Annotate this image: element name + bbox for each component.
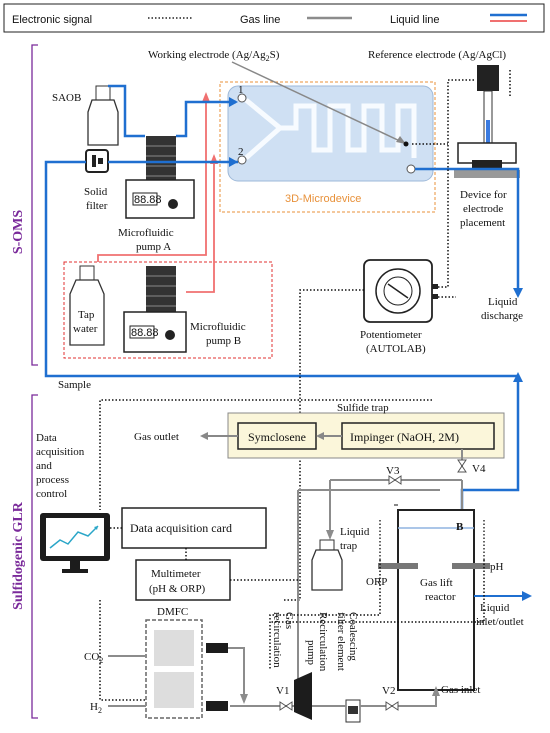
- svg-text:process: process: [36, 474, 69, 486]
- solid-filter-label-1: Solid: [84, 186, 108, 198]
- coalescing-filter: Coalescing filter element: [335, 612, 361, 723]
- section-glr-label: Sulfidogenic GLR: [11, 501, 26, 610]
- svg-text:(pH & ORP): (pH & ORP): [149, 583, 206, 595]
- sulfide-trap: Sulfide trap Symclosene Impinger (NaOH, …: [227, 402, 505, 459]
- multimeter: Multimeter (pH & ORP): [135, 559, 231, 601]
- working-electrode-label: Working electrode (Ag/Ag2S): [148, 49, 280, 63]
- svg-text:Liquid: Liquid: [340, 526, 370, 538]
- pump-a-label-1: Microfluidic: [118, 227, 174, 239]
- dmfc-label: DMFC: [157, 606, 188, 618]
- legend: Electronic signal Gas line Liquid line: [3, 3, 545, 33]
- gas-inlet-line: [400, 690, 437, 707]
- data-acquisition-label: Data acquisition and process control: [36, 432, 85, 500]
- svg-text:Gas lift: Gas lift: [420, 577, 453, 589]
- tap-label-1: Tap: [78, 309, 95, 321]
- port-1-label: 1: [238, 84, 244, 96]
- tap-water-bottle: Tap water: [69, 265, 105, 346]
- device-label-3: placement: [460, 217, 505, 229]
- valve-v3: V3: [386, 465, 402, 485]
- microdevice-label: 3D-Microdevice: [285, 193, 361, 205]
- gas-recirc-label-2: recirculation: [271, 612, 283, 668]
- h2-label: H2: [90, 701, 102, 715]
- pump-b-display: 88.88: [131, 327, 159, 339]
- svg-text:trap: trap: [340, 540, 358, 552]
- sulfide-trap-label: Sulfide trap: [337, 402, 389, 414]
- valve-v2: V2: [382, 685, 399, 711]
- liquid-trap: Liquid trap: [311, 526, 370, 591]
- svg-text:Multimeter: Multimeter: [151, 568, 201, 580]
- electronic-lines-top: [99, 79, 476, 601]
- pump-b-label-1: Microfluidic: [190, 321, 246, 333]
- ph-label: pH: [490, 561, 504, 573]
- gas-recirc-label: Gas: [283, 612, 295, 629]
- svg-text:acquisition: acquisition: [36, 446, 85, 458]
- microdevice: 1 2 3D-Microdevice: [219, 81, 436, 213]
- svg-text:Data acquisition card: Data acquisition card: [130, 521, 232, 535]
- orp-label: ORP: [366, 576, 387, 588]
- tap-label-2: water: [73, 323, 98, 335]
- pump-a: 88.88 Microfluidic pump A: [118, 136, 195, 253]
- soms-bracket: S-OMS: [11, 44, 38, 366]
- valve-v4: V4: [457, 459, 486, 475]
- pump-b-label-2: pump B: [206, 335, 241, 347]
- pump-a-label-2: pump A: [136, 241, 171, 253]
- svg-text:Coalescing: Coalescing: [347, 612, 359, 661]
- solid-filter-label-2: filter: [86, 200, 108, 212]
- section-soms-label: S-OMS: [11, 210, 26, 255]
- svg-text:control: control: [36, 488, 67, 500]
- legend-gas-label: Gas line: [240, 14, 280, 26]
- pump-b: 88.88 Microfluidic pump B: [123, 266, 246, 353]
- svg-text:reactor: reactor: [425, 591, 456, 603]
- daq-card: Data acquisition card: [121, 507, 267, 549]
- reactor-b-label: B: [456, 521, 464, 533]
- device-label-1: Device for: [460, 189, 507, 201]
- saob-label: SAOB: [52, 92, 81, 104]
- svg-text:Data: Data: [36, 432, 57, 444]
- svg-text:V4: V4: [472, 463, 486, 475]
- dmfc: DMFC: [145, 606, 228, 719]
- liquid-io-label-2: inlet/outlet: [476, 616, 524, 628]
- potentiometer-label-2: (AUTOLAB): [366, 343, 426, 355]
- gas-outlet-label: Gas outlet: [134, 431, 179, 443]
- svg-text:V1: V1: [276, 685, 289, 697]
- saob-bottle: SAOB: [52, 85, 119, 146]
- potentiometer: Potentiometer (AUTOLAB): [360, 259, 438, 355]
- port-2-label: 2: [238, 146, 244, 158]
- liquid-discharge-label-2: discharge: [481, 310, 523, 322]
- svg-text:V2: V2: [382, 685, 395, 697]
- pump-b-area: [63, 261, 273, 359]
- svg-text:filter element: filter element: [335, 612, 347, 671]
- electrode-device: Device for electrode placement: [454, 142, 520, 229]
- legend-electronic-label: Electronic signal: [12, 14, 92, 26]
- impinger-label: Impinger (NaOH, 2M): [350, 430, 459, 444]
- potentiometer-label-1: Potentiometer: [360, 329, 422, 341]
- computer-monitor: [40, 513, 110, 573]
- liquid-io-label-1: Liquid: [480, 602, 510, 614]
- device-label-2: electrode: [463, 203, 503, 215]
- svg-text:V3: V3: [386, 465, 400, 477]
- svg-text:pump: pump: [305, 640, 317, 666]
- valve-v1: V1: [276, 685, 293, 711]
- sample-label: Sample: [58, 379, 91, 391]
- legend-liquid-label: Liquid line: [390, 14, 440, 26]
- recirculation-pump: Recirculation pump: [294, 612, 329, 720]
- glr-bracket: Sulfidogenic GLR: [11, 394, 38, 719]
- svg-text:and: and: [36, 460, 52, 472]
- electronic-lines-bottom: [99, 527, 485, 701]
- co2-label: CO2: [84, 651, 103, 665]
- gas-lift-reactor: B ORP pH Gas lift reactor: [366, 504, 504, 691]
- liquid-discharge-label-1: Liquid: [488, 296, 518, 308]
- reference-electrode-label: Reference electrode (Ag/AgCl): [368, 49, 506, 61]
- symclosene-label: Symclosene: [248, 430, 306, 444]
- reference-electrode: [477, 65, 511, 154]
- gas-inlet-label: Gas inlet: [441, 684, 480, 696]
- svg-text:Recirculation: Recirculation: [317, 612, 329, 672]
- pump-a-display: 88.88: [134, 194, 162, 206]
- solid-filter: Solid filter: [84, 149, 109, 212]
